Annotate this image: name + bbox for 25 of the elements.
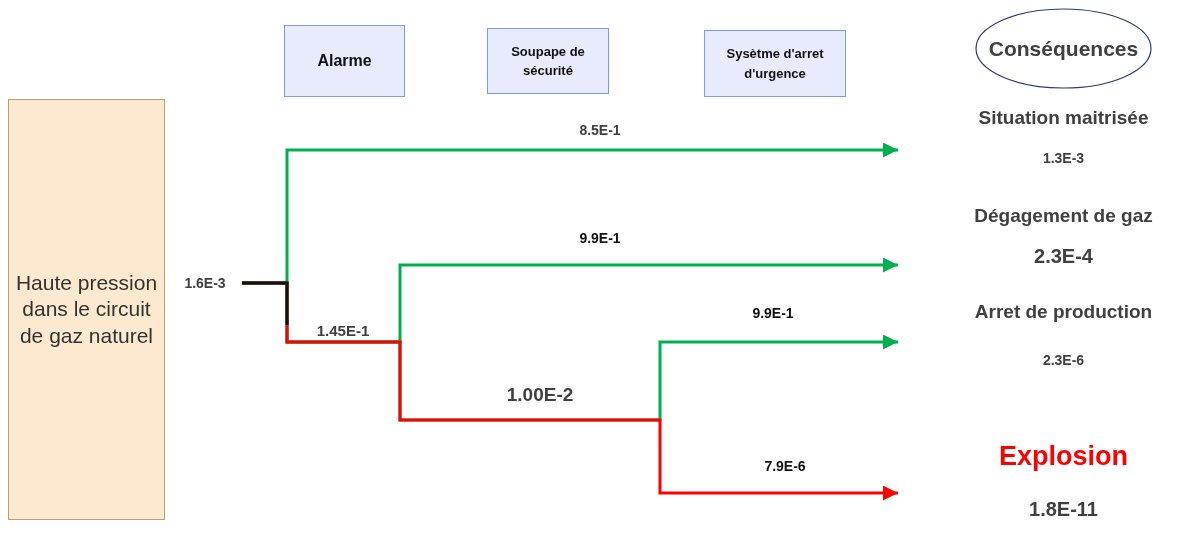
safety-barrier-box [487, 28, 609, 94]
node-label: Haute pression dans le circuit de gaz naturel [14, 270, 159, 349]
safety-barrier-box [704, 30, 846, 97]
edge-label: 7.9E-6 [764, 459, 806, 473]
outcome-probability: 2.3E-4 [1034, 244, 1093, 267]
node-label: Conséquences [987, 35, 1140, 62]
probability-label: 1.6E-3 [184, 276, 226, 290]
consequences-ellipse [975, 8, 1152, 89]
outcome-probability: 2.3E-6 [1042, 352, 1085, 369]
initiating-event-box [8, 99, 165, 520]
outcome-probability: 1.3E-3 [1042, 150, 1085, 167]
edge-label: 9.9E-1 [579, 231, 621, 245]
safety-barrier-box [284, 25, 405, 97]
edge-label: 8.5E-1 [579, 123, 621, 137]
node-label: Soupape de sécurité [510, 42, 586, 80]
edge-label: 9.9E-1 [752, 306, 794, 320]
node-label: Alarme [316, 51, 373, 71]
node-label: Sysètme d'arret d'urgence [725, 45, 825, 83]
outcome-label: Arret de production [974, 302, 1153, 323]
outcome-label: Explosion [999, 442, 1128, 472]
probability-label: 1.45E-1 [316, 322, 370, 338]
outcome-probability: 1.8E-11 [1029, 497, 1098, 520]
outcome-label: Dégagement de gaz [974, 206, 1153, 227]
outcome-label: Situation maitrisée [978, 108, 1149, 129]
probability-label: 1.00E-2 [506, 384, 574, 404]
